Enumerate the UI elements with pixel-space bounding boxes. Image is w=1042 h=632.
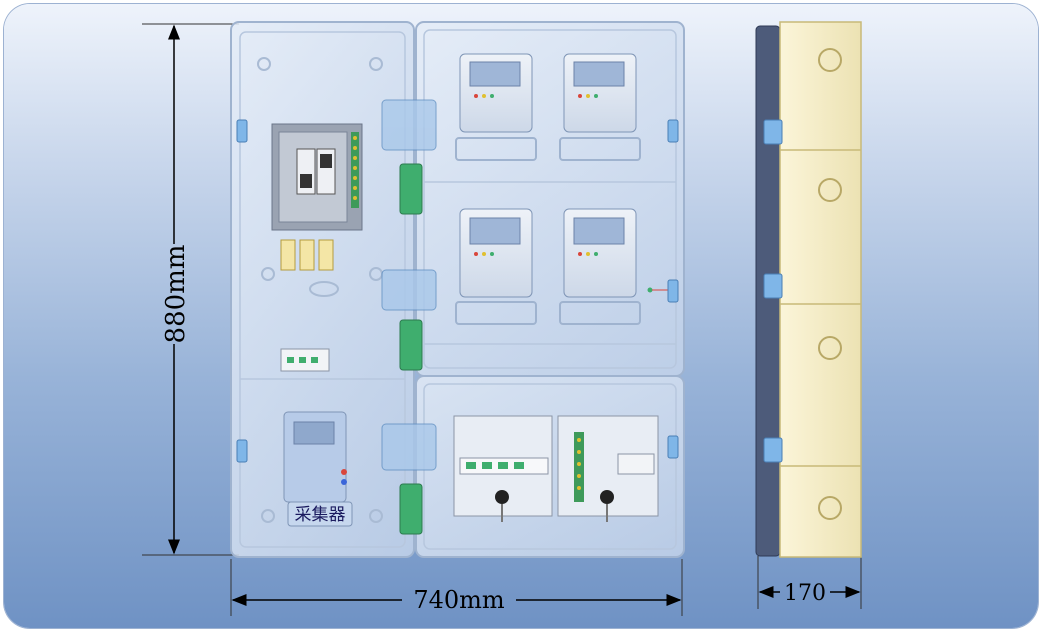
small-breaker-strip xyxy=(280,348,330,372)
cabinet-drawing: 880mm 740mm 170 xyxy=(142,21,862,616)
depth-dimension: 170 xyxy=(757,556,862,609)
diagram-background: 880mm 740mm 170 xyxy=(4,4,1038,628)
main-breaker-panel xyxy=(271,123,363,231)
width-label: 740mm xyxy=(413,586,505,614)
meter-bottom-left xyxy=(455,208,537,325)
side-view xyxy=(755,21,862,558)
meter-top-right xyxy=(559,53,641,161)
collector-device: 采集器 xyxy=(283,411,353,527)
terminal-fuses xyxy=(280,239,334,271)
height-dimension: 880mm xyxy=(142,23,239,556)
right-door xyxy=(415,21,685,558)
height-label: 880mm xyxy=(161,245,191,344)
collector-label: 采集器 xyxy=(295,505,346,525)
branch-breaker-panel xyxy=(453,415,553,522)
meter-bottom-right xyxy=(559,208,641,325)
meter-top-left xyxy=(455,53,537,161)
width-dimension: 740mm xyxy=(230,559,683,616)
center-hinges xyxy=(381,99,437,535)
terminal-block-panel xyxy=(557,415,659,522)
left-door: 采集器 xyxy=(230,21,415,558)
depth-label: 170 xyxy=(784,581,826,606)
